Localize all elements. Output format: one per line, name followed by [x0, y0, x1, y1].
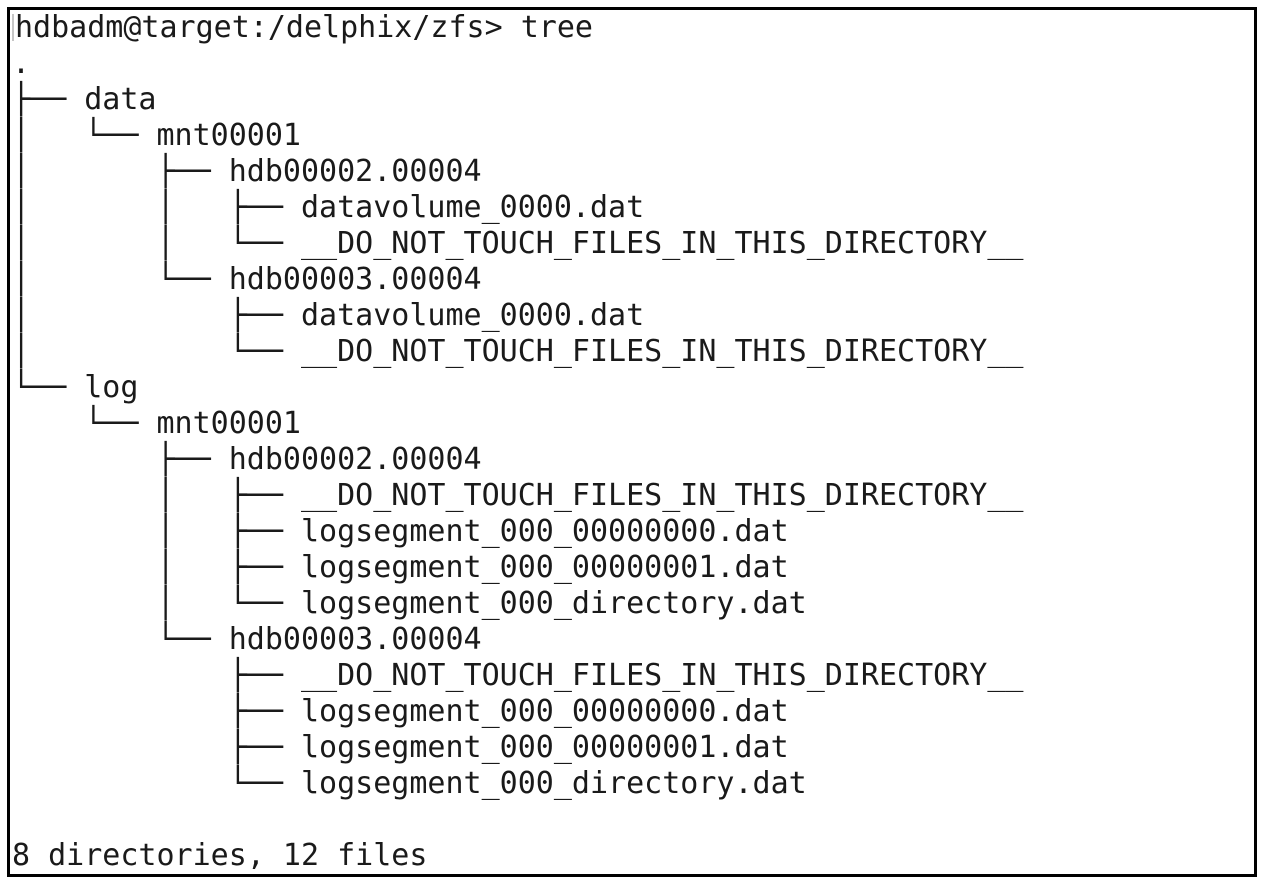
tree-line: ├── logsegment_000_00000000.dat [12, 694, 789, 729]
tree-line: │ ├── datavolume_0000.dat [12, 298, 645, 333]
tree-line: │ │ └── __DO_NOT_TOUCH_FILES_IN_THIS_DIR… [12, 226, 1024, 261]
blank-line [12, 802, 1254, 838]
tree-line: │ ├── hdb00002.00004 [12, 154, 482, 189]
tree-line: └── mnt00001 [12, 406, 301, 441]
terminal-output[interactable]: hdbadm@target:/delphix/zfs> tree . ├── d… [10, 10, 1254, 874]
tree-line: │ └── __DO_NOT_TOUCH_FILES_IN_THIS_DIREC… [12, 334, 1024, 369]
tree-line: │ └── logsegment_000_directory.dat [12, 586, 807, 621]
tree-line: ├── data [12, 82, 157, 117]
shell-prompt-line: hdbadm@target:/delphix/zfs> tree [12, 10, 1254, 46]
text-cursor [12, 14, 14, 41]
tree-line: │ ├── logsegment_000_00000001.dat [12, 550, 789, 585]
tree-line: │ ├── __DO_NOT_TOUCH_FILES_IN_THIS_DIREC… [12, 478, 1024, 513]
tree-line: ├── logsegment_000_00000001.dat [12, 730, 789, 765]
tree-line: ├── hdb00002.00004 [12, 442, 482, 477]
tree-line: │ └── hdb00003.00004 [12, 262, 482, 297]
tree-line: │ │ ├── datavolume_0000.dat [12, 190, 645, 225]
summary-line: 8 directories, 12 files [12, 838, 428, 873]
tree-line: └── hdb00003.00004 [12, 622, 482, 657]
tree-line: │ └── mnt00001 [12, 118, 301, 153]
shell-prompt-text: hdbadm@target:/delphix/zfs> tree [15, 10, 593, 45]
tree-line: ├── __DO_NOT_TOUCH_FILES_IN_THIS_DIRECTO… [12, 658, 1024, 693]
tree-line: └── log [12, 370, 139, 405]
tree-root-line: . [12, 46, 31, 81]
terminal-window: hdbadm@target:/delphix/zfs> tree . ├── d… [7, 7, 1257, 877]
tree-line: │ ├── logsegment_000_00000000.dat [12, 514, 789, 549]
tree-line: └── logsegment_000_directory.dat [12, 766, 807, 801]
